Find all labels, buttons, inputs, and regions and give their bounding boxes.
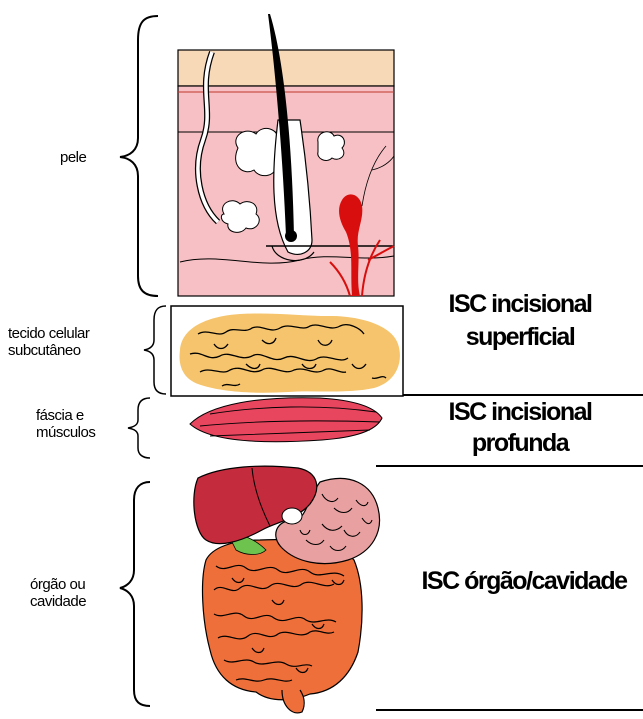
label-isc-profunda-line2: profunda [420,429,620,458]
label-isc-profunda: ISC incisional profunda [420,398,620,458]
label-subcutaneo-line1: tecido celular [8,325,89,342]
brace-orgao [120,482,150,706]
muscle-illustration [190,398,382,442]
brace-fascia [128,398,150,458]
label-fascia-line1: fáscia e [36,407,95,424]
organs-illustration [194,466,380,713]
label-subcutaneo: tecido celular subcutâneo [8,325,89,360]
fat-tissue-illustration [180,313,400,392]
label-subcutaneo-line2: subcutâneo [8,342,89,359]
intestines-icon [203,540,363,700]
skin-illustration [178,14,394,296]
label-isc-profunda-line1: ISC incisional [420,398,620,427]
label-isc-superficial-line1: ISC incisional [420,290,620,319]
label-pele: pele [60,149,86,166]
label-isc-orgao: ISC órgão/cavidade [408,567,640,596]
label-isc-superficial-line2: superficial [420,323,620,352]
label-fascia-line2: músculos [36,424,95,441]
label-orgao-line2: cavidade [30,593,86,610]
brace-pele [120,16,158,296]
brace-subcutaneo [144,306,166,394]
label-isc-superficial: ISC incisional superficial [420,290,620,352]
label-orgao-line1: órgão ou [30,576,86,593]
label-fascia: fáscia e músculos [36,407,95,442]
